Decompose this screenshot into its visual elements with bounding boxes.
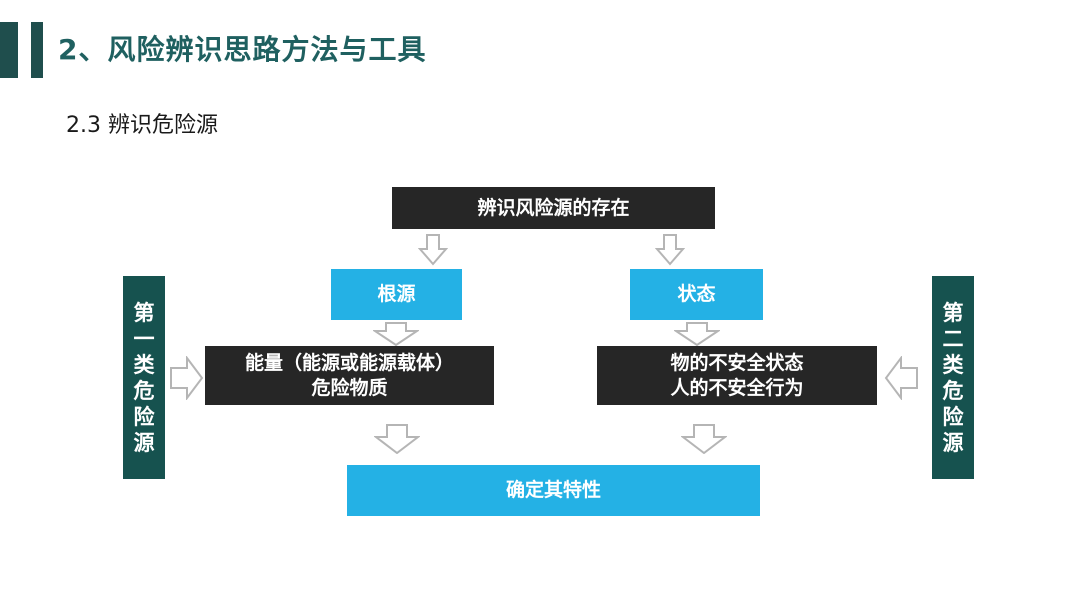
first-class-hazard-label: 第一类危险源 xyxy=(133,300,155,455)
down-arrow-icon xyxy=(374,424,420,454)
slide-subtitle: 2.3 辨识危险源 xyxy=(66,113,218,138)
left-arrow-icon xyxy=(884,356,918,400)
down-arrow-icon xyxy=(674,322,720,346)
unsafe-condition-box: 物的不安全状态 人的不安全行为 xyxy=(597,346,877,405)
down-arrow-icon xyxy=(681,424,727,454)
down-arrow-icon xyxy=(655,234,685,266)
hazardous-substance-label: 危险物质 xyxy=(311,376,388,399)
header-accent-bar xyxy=(0,22,18,78)
energy-hazard-box: 能量（能源或能源载体） 危险物质 xyxy=(205,346,494,405)
first-class-hazard-box: 第一类危险源 xyxy=(123,276,165,479)
root-source-label: 根源 xyxy=(377,283,416,305)
state-label: 状态 xyxy=(677,283,716,305)
slide-title: 2、风险辨识思路方法与工具 xyxy=(58,33,427,66)
unsafe-behavior-label: 人的不安全行为 xyxy=(670,376,804,399)
determine-characteristics-box: 确定其特性 xyxy=(347,465,760,516)
second-class-hazard-box: 第二类危险源 xyxy=(932,276,974,479)
state-box: 状态 xyxy=(630,269,763,320)
identify-existence-label: 辨识风险源的存在 xyxy=(477,196,630,219)
unsafe-state-label: 物的不安全状态 xyxy=(670,351,804,374)
down-arrow-icon xyxy=(373,322,419,346)
second-class-hazard-label: 第二类危险源 xyxy=(942,300,964,455)
root-source-box: 根源 xyxy=(331,269,462,320)
determine-characteristics-label: 确定其特性 xyxy=(505,479,601,501)
right-arrow-icon xyxy=(170,356,204,400)
energy-label: 能量（能源或能源载体） xyxy=(244,351,454,374)
identify-existence-box: 辨识风险源的存在 xyxy=(392,187,715,229)
down-arrow-icon xyxy=(418,234,448,266)
header-accent-bar-thin xyxy=(31,22,43,78)
